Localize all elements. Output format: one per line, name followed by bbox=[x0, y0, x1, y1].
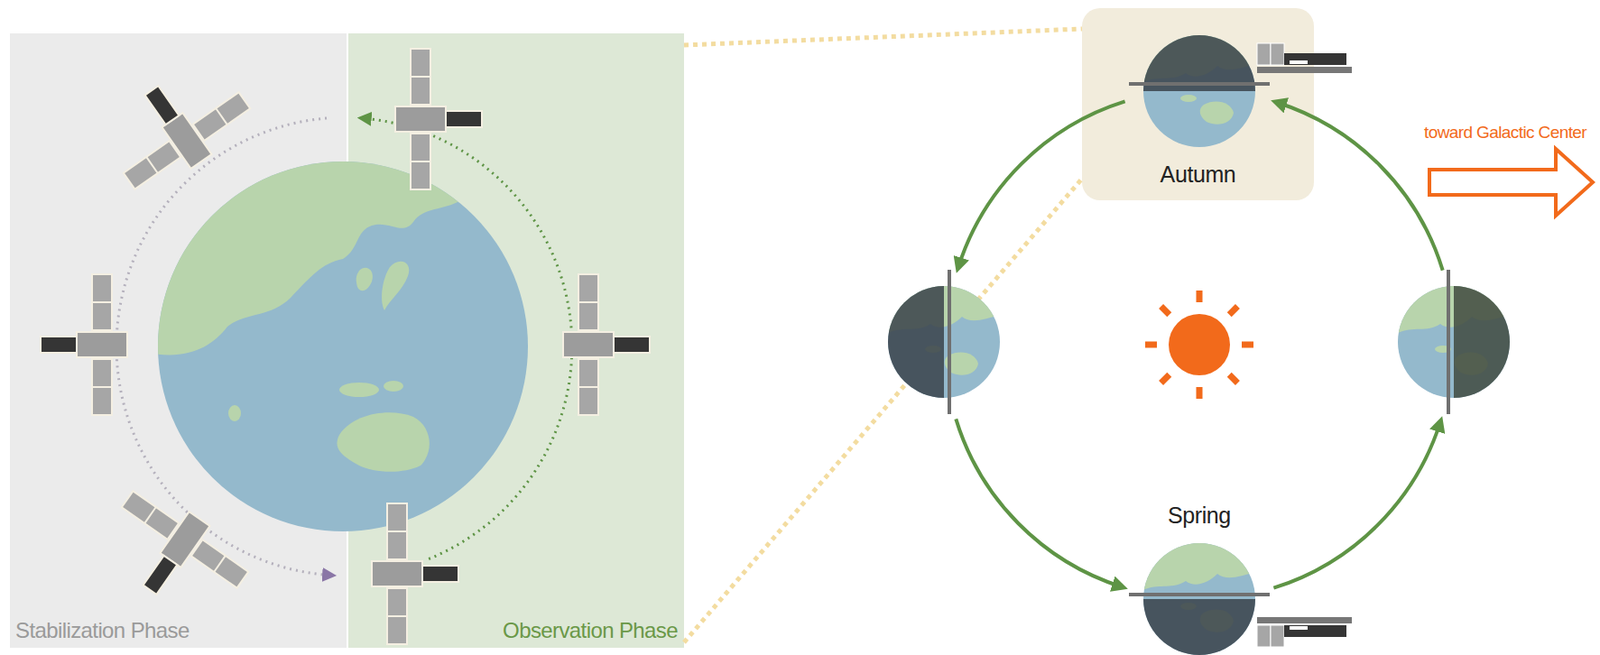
earth bbox=[1128, 543, 1352, 655]
satellite bbox=[92, 478, 258, 630]
season-label: Spring bbox=[1167, 502, 1231, 529]
node-text: Observation Phase bbox=[502, 618, 678, 644]
satellite bbox=[563, 274, 650, 416]
zoom-line bbox=[684, 28, 1083, 46]
earth bbox=[1128, 35, 1352, 148]
sun bbox=[1145, 290, 1254, 399]
direction-label: toward Galactic Center bbox=[1422, 122, 1589, 143]
orbit-arc bbox=[362, 118, 573, 560]
satellite bbox=[40, 274, 128, 416]
earth bbox=[887, 269, 1000, 415]
earth bbox=[1397, 269, 1510, 415]
earth bbox=[153, 153, 542, 532]
satellite bbox=[371, 503, 459, 645]
satellite bbox=[395, 48, 482, 190]
direction-arrow bbox=[1429, 148, 1593, 216]
node-text: Stabilization Phase bbox=[15, 618, 190, 644]
node-text: Autumn bbox=[1160, 161, 1237, 188]
orbit-arrow bbox=[955, 101, 1443, 588]
satellite bbox=[93, 50, 259, 203]
zoom-line bbox=[684, 178, 1083, 643]
